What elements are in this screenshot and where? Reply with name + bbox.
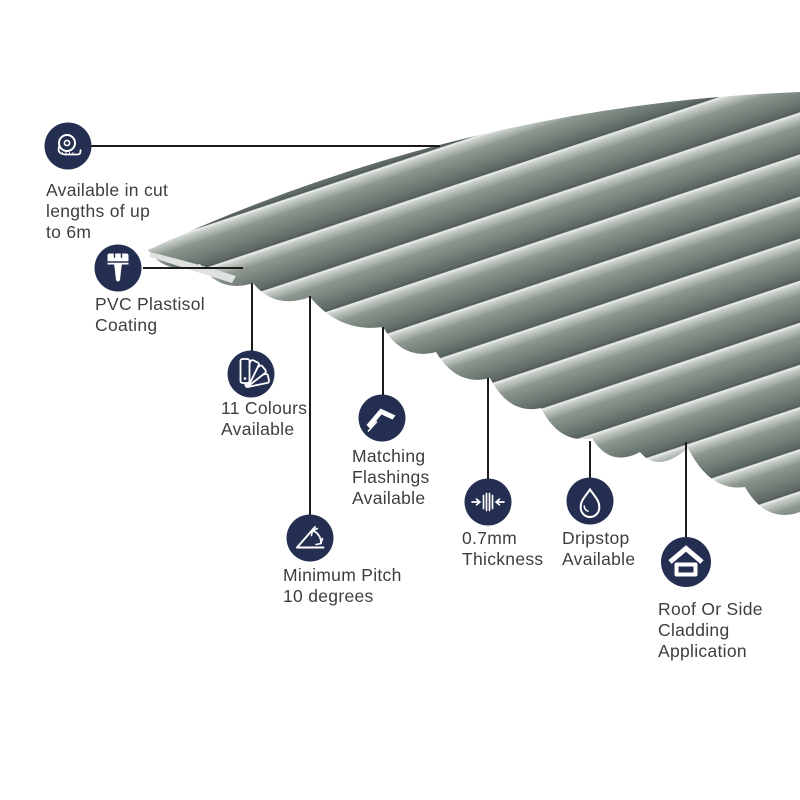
colour-swatch-fan-icon (227, 350, 275, 398)
tape-measure-icon (44, 122, 92, 170)
feature-label-pitch: Minimum Pitch 10 degrees (283, 565, 402, 606)
leader-lines (90, 145, 687, 539)
pitch-angle-icon (286, 514, 334, 562)
flashing-glyph (366, 408, 396, 433)
thickness-arrows-icon (464, 478, 512, 526)
icon-circle (566, 477, 614, 525)
house-glyph (668, 545, 704, 577)
feature-label-colours: 11 Colours Available (221, 398, 308, 439)
paintbrush-glyph (107, 253, 129, 282)
icon-circle (464, 478, 512, 526)
tape-measure-glyph (57, 134, 82, 156)
droplet-icon (566, 477, 614, 525)
thickness-glyph (471, 492, 505, 512)
colour-swatch-glyph (239, 358, 270, 388)
feature-label-cladding: Roof Or Side Cladding Application (658, 599, 763, 661)
feature-label-thickness: 0.7mm Thickness (462, 528, 544, 569)
feature-label-dripstop: Dripstop Available (562, 528, 636, 569)
feature-label-pvc-coating: PVC Plastisol Coating (95, 294, 205, 335)
icon-circle (661, 537, 711, 587)
corrugated-sheet (148, 92, 800, 515)
house-icon (661, 537, 711, 587)
icon-circle (286, 514, 334, 562)
paintbrush-icon (94, 244, 142, 292)
pitch-angle-glyph (296, 526, 325, 549)
flashing-icon (358, 394, 406, 442)
droplet-glyph (579, 487, 601, 518)
feature-label-cut-lengths: Available in cut lengths of up to 6m (46, 180, 169, 242)
icon-circle (358, 394, 406, 442)
feature-label-flashings: Matching Flashings Available (352, 446, 430, 508)
